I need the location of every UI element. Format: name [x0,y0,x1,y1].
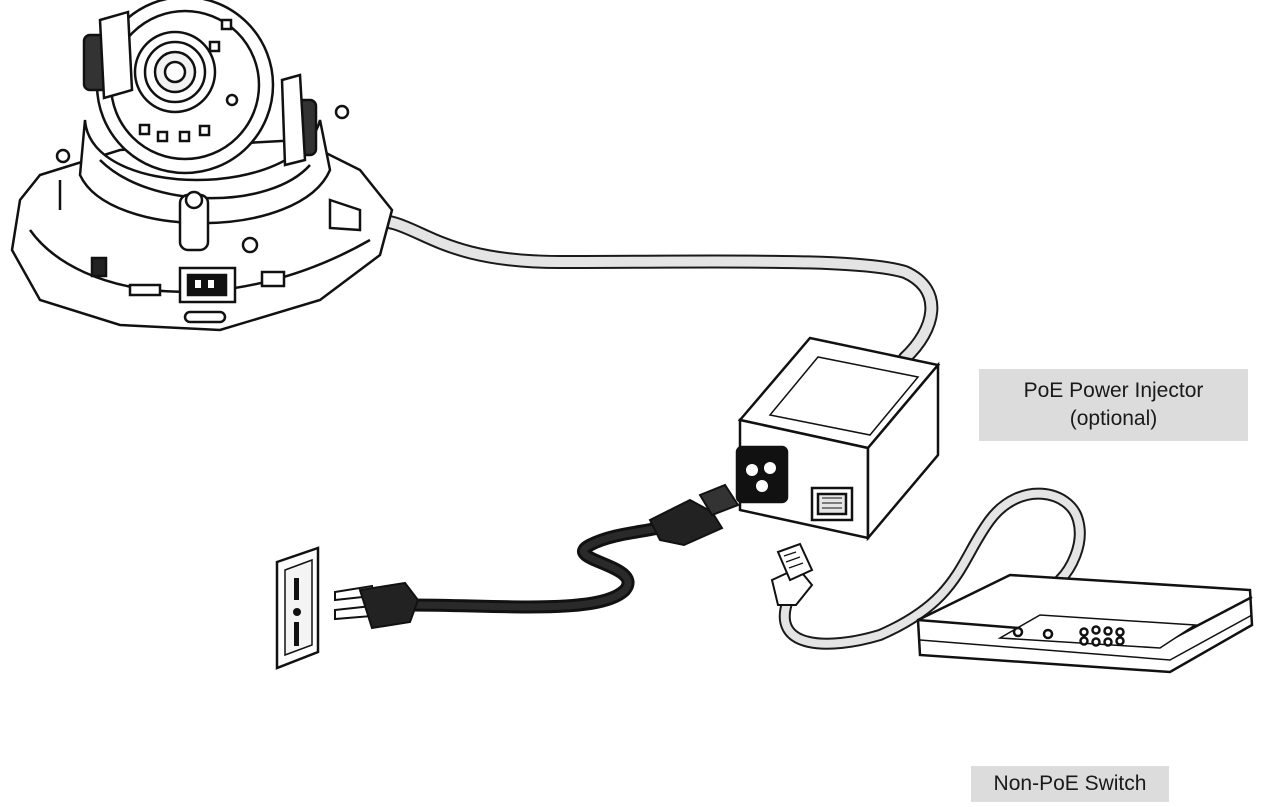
iec-connector-plug [648,483,740,547]
non-poe-switch-label-text: Non-PoE Switch [993,772,1147,795]
poe-injector-label-line1: PoE Power Injector [1023,379,1204,402]
non-poe-switch-label: Non-PoE Switch [971,766,1169,802]
poe-injector-label-line2: (optional) [1069,407,1158,430]
camera-ethernet-cable [361,212,939,365]
non-poe-switch-device [916,573,1254,674]
poe-injector-label: PoE Power Injector (optional) [979,369,1248,441]
rj45-plug [770,542,814,606]
poe-injector-device [735,336,941,542]
wall-outlet [275,546,320,670]
power-cord [405,518,677,614]
wall-plug [334,581,420,630]
dome-camera [10,0,394,332]
switch-ethernet-cable [778,487,1086,650]
